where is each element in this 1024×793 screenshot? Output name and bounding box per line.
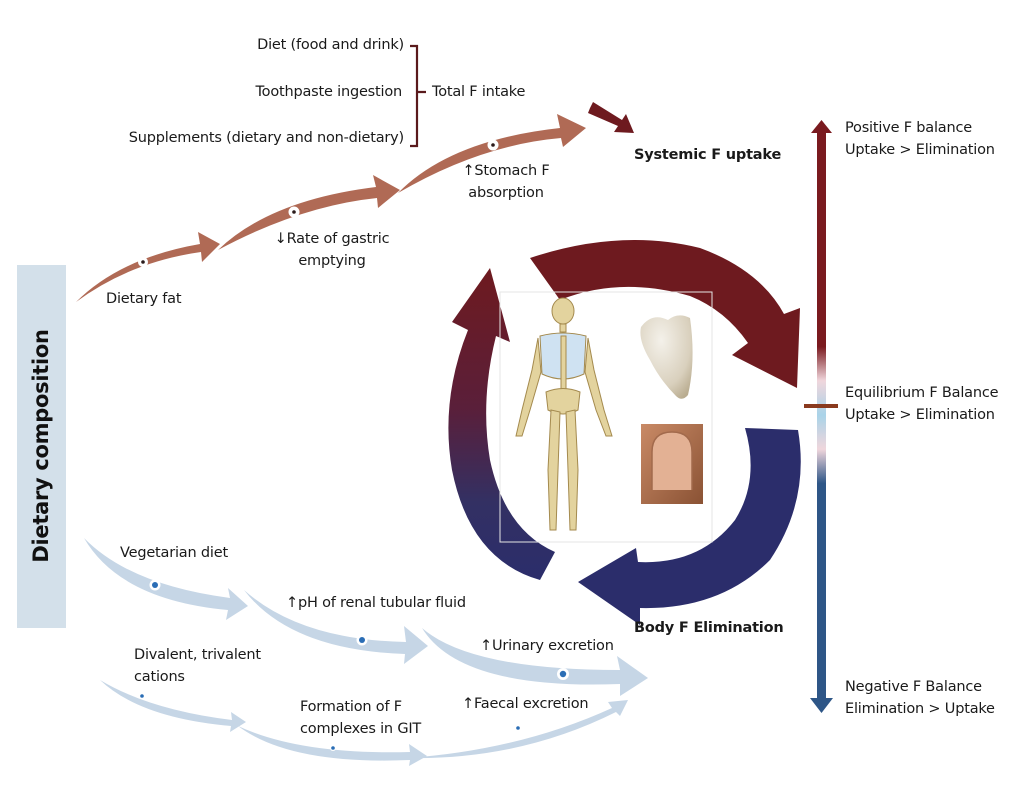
balance-scale-up-arrow (811, 120, 832, 133)
veg-arrow-2 (244, 590, 428, 664)
cation-arrow-1 (100, 680, 246, 732)
fat-arrow-2 (218, 175, 400, 250)
cation-arrow-2 (238, 726, 427, 766)
body-elimination-label: Body F Elimination (634, 620, 784, 636)
veg-arrow-1 (84, 538, 248, 620)
balance-scale (804, 120, 838, 713)
fat-pathway-arrows (76, 114, 586, 302)
cation-pathway-arrows (100, 680, 628, 766)
renal-ph-label: ↑pH of renal tubular fluid (286, 595, 466, 611)
vegetarian-diet-label: Vegetarian diet (120, 545, 228, 561)
skeleton-image (515, 297, 613, 531)
fingernail-image (641, 424, 703, 504)
cycle-arrow-bottom (578, 428, 801, 625)
tooth-image (640, 315, 693, 399)
cation-arrow-3 (408, 700, 628, 759)
fat-pathway-dots (138, 139, 499, 267)
balance-scale-shaft (817, 130, 826, 700)
equilibrium-marker (804, 404, 838, 408)
intake-source-toothpaste: Toothpaste ingestion (255, 84, 402, 100)
systemic-uptake-label: Systemic F uptake (634, 147, 782, 163)
veg-arrow-3 (422, 628, 648, 696)
dietary-composition-panel (17, 265, 66, 628)
balance-scale-down-arrow (810, 698, 833, 713)
urinary-excretion-label: ↑Urinary excretion (480, 638, 614, 654)
veg-pathway-arrows (84, 538, 648, 696)
cycle-arrow-top (530, 240, 800, 388)
dietary-fat-label: Dietary fat (106, 291, 182, 307)
intake-source-supplements: Supplements (dietary and non-dietary) (128, 130, 404, 146)
intake-bracket (410, 44, 426, 148)
elimination-pathway-dots (139, 579, 569, 751)
skeleton-image-frame (499, 291, 713, 543)
cycle-arrow-left (448, 268, 555, 580)
fat-arrow-1 (76, 232, 220, 302)
fat-arrow-3 (398, 114, 586, 193)
systemic-uptake-arrow (588, 102, 634, 133)
faecal-excretion-label: ↑Faecal excretion (462, 696, 589, 712)
total-intake-label: Total F intake (432, 84, 526, 100)
intake-source-diet: Diet (food and drink) (257, 37, 404, 53)
